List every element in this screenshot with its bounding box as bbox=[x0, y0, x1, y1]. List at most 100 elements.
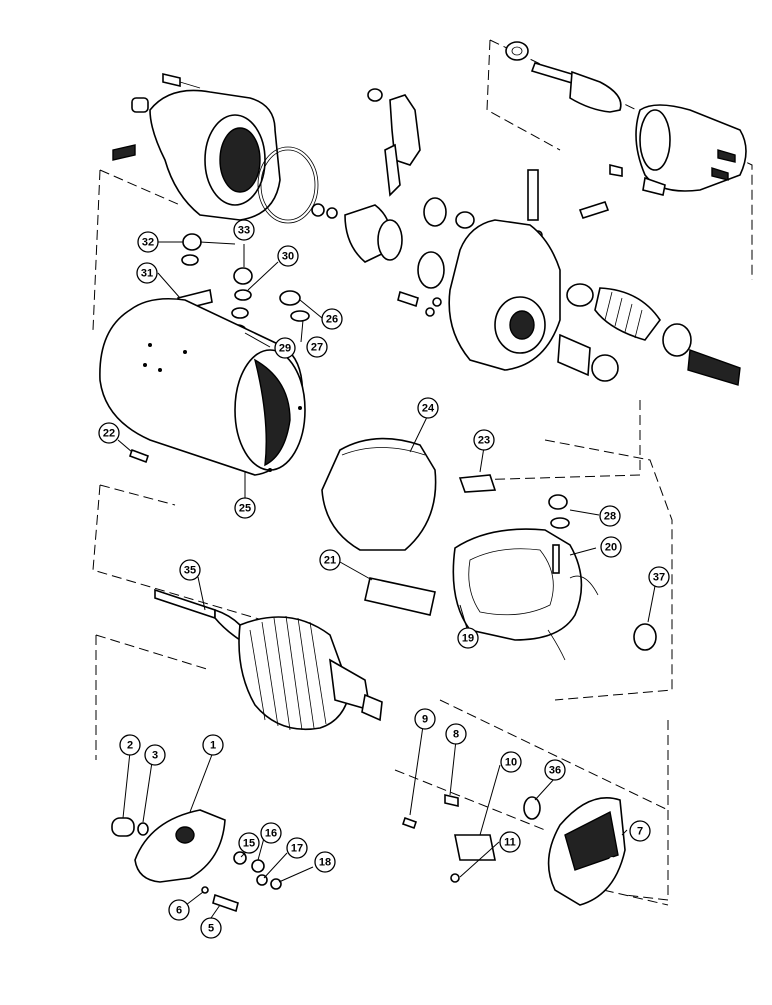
washer-6 bbox=[201, 886, 209, 894]
housing-pin-2 bbox=[578, 201, 610, 219]
solenoid-bracket bbox=[642, 176, 666, 196]
callout-29: 29 bbox=[274, 337, 296, 359]
callout-37: 37 bbox=[648, 566, 670, 588]
callout-circle bbox=[600, 536, 622, 558]
nut-28 bbox=[548, 494, 568, 510]
callout-number: 32 bbox=[142, 237, 154, 249]
callout-number: 28 bbox=[604, 511, 616, 523]
callout-circle bbox=[274, 337, 296, 359]
pinion-gear bbox=[687, 349, 741, 386]
callout-circle bbox=[98, 422, 120, 444]
callout-5: 5 bbox=[200, 917, 222, 939]
callout-11: 11 bbox=[499, 831, 521, 853]
callout-circle bbox=[648, 566, 670, 588]
field-group-outline bbox=[92, 439, 673, 701]
callout-circle bbox=[137, 231, 159, 253]
brush-spring-10 bbox=[454, 834, 496, 861]
return-spring bbox=[594, 287, 661, 341]
callout-24: 24 bbox=[417, 397, 439, 419]
callout-number: 36 bbox=[549, 765, 561, 777]
callout-number: 3 bbox=[152, 750, 158, 762]
bushing-2 bbox=[111, 817, 135, 837]
callout-20: 20 bbox=[600, 536, 622, 558]
terminal-nut-32 bbox=[182, 233, 202, 251]
callout-circle bbox=[200, 917, 222, 939]
insulator-26 bbox=[279, 290, 301, 306]
callout-circle bbox=[136, 262, 158, 284]
armature-group-outline bbox=[95, 634, 669, 901]
callout-circle bbox=[629, 820, 651, 842]
callout-number: 19 bbox=[462, 633, 474, 645]
callout-number: 26 bbox=[326, 314, 338, 326]
callout-labels: 1235678910111516171819202122232425262728… bbox=[98, 219, 670, 939]
callout-3: 3 bbox=[144, 744, 166, 766]
pinion-bushing bbox=[557, 333, 591, 377]
callout-2: 2 bbox=[119, 734, 141, 756]
callout-23: 23 bbox=[473, 429, 495, 451]
callout-circle bbox=[306, 336, 328, 358]
callout-number: 30 bbox=[282, 251, 294, 263]
drive-ring bbox=[455, 211, 475, 229]
callout-number: 25 bbox=[239, 503, 251, 515]
lever-bushing bbox=[367, 88, 383, 102]
terminal-stud-20 bbox=[552, 544, 560, 574]
callout-number: 21 bbox=[324, 555, 336, 567]
drive-spacer bbox=[423, 197, 447, 227]
callout-number: 10 bbox=[505, 757, 517, 769]
spring-seat bbox=[566, 283, 594, 307]
callout-number: 18 bbox=[319, 857, 331, 869]
field-coil-19 bbox=[452, 528, 583, 641]
housing-stud bbox=[527, 169, 539, 221]
callout-number: 37 bbox=[653, 572, 665, 584]
brush-plate-assembly bbox=[401, 793, 626, 906]
callout-number: 16 bbox=[265, 828, 277, 840]
callout-number: 8 bbox=[453, 729, 459, 741]
solenoid-assembly bbox=[505, 41, 747, 196]
plunger-rod bbox=[530, 62, 577, 84]
callout-number: 9 bbox=[422, 714, 428, 726]
callout-number: 35 bbox=[184, 565, 196, 577]
washer-29a bbox=[231, 307, 249, 319]
callout-circle bbox=[544, 759, 566, 781]
terminal-nut-33 bbox=[233, 267, 253, 285]
callout-circle bbox=[144, 744, 166, 766]
callout-circle bbox=[238, 832, 260, 854]
plunger bbox=[569, 70, 622, 113]
washer-30 bbox=[234, 289, 252, 301]
callout-28: 28 bbox=[599, 505, 621, 527]
callout-number: 6 bbox=[176, 905, 182, 917]
callout-number: 22 bbox=[103, 428, 115, 440]
callout-circle bbox=[319, 549, 341, 571]
callout-27: 27 bbox=[306, 336, 328, 358]
callout-circle bbox=[234, 497, 256, 519]
housing-bolt bbox=[162, 72, 181, 88]
housing-pin bbox=[112, 144, 136, 161]
callout-circle bbox=[417, 397, 439, 419]
shift-lever bbox=[389, 94, 421, 166]
callout-circle bbox=[286, 837, 308, 859]
callout-number: 31 bbox=[141, 268, 153, 280]
insulator-23 bbox=[458, 474, 497, 493]
housing-bushing bbox=[131, 97, 149, 113]
washer-16 bbox=[251, 859, 265, 873]
callout-21: 21 bbox=[319, 549, 341, 571]
callout-circle bbox=[233, 219, 255, 241]
callout-8: 8 bbox=[445, 723, 467, 745]
callout-circle bbox=[179, 559, 201, 581]
callout-number: 23 bbox=[478, 435, 490, 447]
bolt-5 bbox=[212, 893, 239, 913]
wick-3 bbox=[137, 822, 149, 836]
washer-36 bbox=[523, 796, 541, 820]
callout-circle bbox=[314, 851, 336, 873]
brush-holder-21 bbox=[364, 577, 436, 616]
drive-washer bbox=[311, 203, 325, 217]
callout-number: 7 bbox=[637, 826, 643, 838]
leader-lines bbox=[117, 241, 656, 919]
nut-18 bbox=[270, 878, 282, 890]
collar bbox=[417, 251, 445, 289]
callout-number: 24 bbox=[422, 403, 435, 415]
solenoid-washer bbox=[505, 41, 529, 61]
callout-number: 27 bbox=[311, 342, 323, 354]
